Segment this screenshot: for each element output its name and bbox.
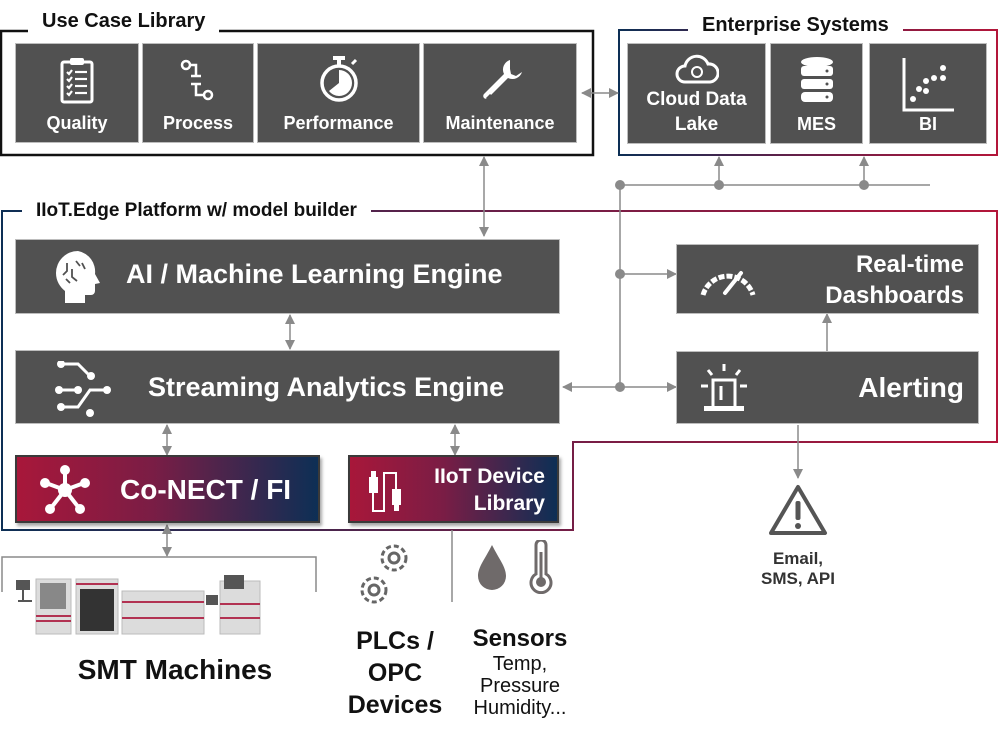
- speedometer-icon: [700, 271, 756, 296]
- tile-label: Maintenance: [445, 113, 555, 133]
- notifications-label: Email, SMS, API: [740, 549, 856, 589]
- ai-ml-engine-label: AI / Machine Learning Engine: [126, 259, 503, 289]
- process-flow-icon: [180, 59, 214, 101]
- usb-cable-icon: [369, 471, 401, 512]
- tile-quality[interactable]: Quality: [15, 43, 139, 143]
- tile-performance[interactable]: Performance: [257, 43, 420, 143]
- siren-icon: [701, 364, 747, 411]
- tile-label: Process: [162, 113, 234, 133]
- label-line: Real-time: [855, 251, 964, 278]
- tile-cloud-data-lake[interactable]: Cloud Data Lake: [627, 43, 766, 144]
- label-line: Dashboards: [825, 282, 964, 309]
- plcs-label: PLCs / OPC Devices: [340, 625, 450, 721]
- label-line: OPC: [367, 659, 423, 687]
- label-line: IIoT Device: [434, 465, 545, 488]
- stopwatch-icon: [319, 56, 358, 102]
- thermometer-icon: [529, 540, 553, 594]
- iiot-device-library-label: IIoT Device Library: [434, 463, 545, 517]
- gears-icon: [360, 544, 408, 604]
- smt-machines-label: SMT Machines: [77, 654, 273, 685]
- label-line: PLCs /: [356, 627, 434, 655]
- co-nect-fi-box[interactable]: Co-NECT / FI: [15, 455, 320, 523]
- tile-bi[interactable]: BI: [869, 43, 987, 144]
- tile-label: Cloud Data Lake: [628, 87, 765, 137]
- database-icon: [800, 57, 833, 102]
- cloud-sync-icon: [675, 54, 719, 84]
- smt-machines-image: [16, 575, 261, 635]
- tile-mes[interactable]: MES: [770, 43, 863, 144]
- brain-head-icon: [56, 251, 100, 303]
- streaming-analytics-engine-box[interactable]: Streaming Analytics Engine: [15, 350, 560, 424]
- wrench-icon: [483, 60, 522, 100]
- label-line: Devices: [347, 691, 443, 719]
- realtime-dashboards-box[interactable]: Real-time Dashboards: [676, 244, 979, 314]
- co-nect-fi-label: Co-NECT / FI: [120, 474, 292, 505]
- tile-label: MES: [796, 114, 836, 134]
- iiot-device-library-box[interactable]: IIoT Device Library: [348, 455, 559, 523]
- tile-label-line: Cloud Data: [646, 89, 747, 110]
- label-line: Humidity...: [473, 697, 567, 719]
- label-line: Library: [473, 492, 545, 515]
- enterprise-systems-title: Enterprise Systems: [688, 12, 903, 38]
- tile-label: Quality: [46, 113, 108, 133]
- use-case-library-title: Use Case Library: [28, 8, 220, 34]
- tile-label: BI: [919, 114, 937, 134]
- streaming-analytics-engine-label: Streaming Analytics Engine: [148, 372, 505, 402]
- label-line: Pressure: [479, 675, 561, 697]
- network-hub-icon: [40, 465, 90, 514]
- tile-label-line: Lake: [674, 114, 719, 135]
- data-streams-icon: [55, 361, 111, 417]
- ai-ml-engine-box[interactable]: AI / Machine Learning Engine: [15, 239, 560, 314]
- label-line: Email,: [772, 549, 824, 568]
- tile-maintenance[interactable]: Maintenance: [423, 43, 577, 143]
- label-line: SMS, API: [761, 569, 835, 588]
- alerting-box[interactable]: Alerting: [676, 351, 979, 424]
- water-drop-icon: [478, 545, 506, 590]
- sensors-title: Sensors: [472, 625, 568, 652]
- alerting-label: Alerting: [858, 372, 964, 403]
- platform-title: IIoT.Edge Platform w/ model builder: [22, 198, 371, 224]
- tile-process[interactable]: Process: [142, 43, 254, 143]
- tile-label: Performance: [283, 113, 394, 133]
- label-line: Temp,: [492, 653, 548, 675]
- warning-triangle-icon: [769, 485, 827, 535]
- sensors-label: Sensors Temp, Pressure Humidity...: [460, 625, 580, 719]
- realtime-dashboards-label: Real-time Dashboards: [825, 249, 964, 311]
- clipboard-checklist-icon: [60, 58, 94, 104]
- platform-frame: [1, 210, 998, 531]
- scatter-plot-icon: [902, 58, 954, 112]
